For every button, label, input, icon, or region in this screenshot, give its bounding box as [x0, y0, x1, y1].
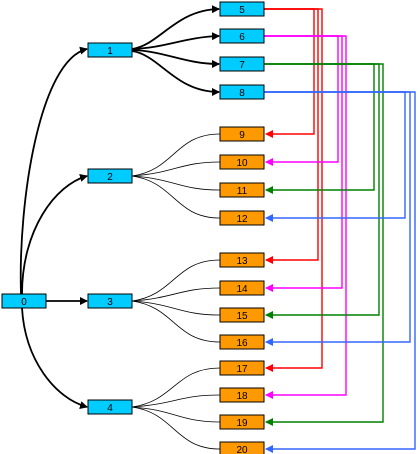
edges-from-7 — [264, 63, 384, 426]
node-14[interactable]: 14 — [219, 280, 265, 296]
edge-8-20 — [264, 91, 416, 453]
node-11[interactable]: 11 — [219, 182, 265, 198]
node-9[interactable]: 9 — [219, 126, 265, 142]
node-label: 19 — [236, 418, 248, 429]
node-label: 1 — [107, 46, 113, 57]
node-12[interactable]: 12 — [219, 210, 265, 226]
node-17[interactable]: 17 — [219, 360, 265, 376]
node-10[interactable]: 10 — [219, 154, 265, 170]
node-3[interactable]: 3 — [87, 293, 133, 309]
edges-from-5 — [264, 8, 323, 372]
node-label: 13 — [236, 256, 248, 267]
node-label: 9 — [239, 130, 245, 141]
node-20[interactable]: 20 — [219, 441, 265, 454]
node-label: 14 — [236, 284, 248, 295]
edge-6-18 — [264, 35, 347, 399]
node-13[interactable]: 13 — [219, 252, 265, 268]
edge-7-19 — [264, 63, 384, 426]
edge-8-12 — [264, 91, 406, 222]
node-label: 0 — [21, 297, 27, 308]
edge-0-1 — [19, 46, 88, 295]
node2-edges — [131, 133, 221, 219]
node-19[interactable]: 19 — [219, 414, 265, 430]
edges-from-8 — [264, 91, 416, 453]
node-label: 11 — [237, 186, 248, 197]
node-6[interactable]: 6 — [219, 28, 265, 44]
edge-1-5 — [131, 5, 220, 50]
node-label: 2 — [107, 172, 113, 183]
node-label: 6 — [239, 32, 245, 43]
node-label: 8 — [239, 88, 245, 99]
node-label: 15 — [236, 311, 248, 322]
node-8[interactable]: 8 — [219, 84, 265, 100]
node-label: 10 — [236, 158, 248, 169]
node-16[interactable]: 16 — [219, 334, 265, 350]
edge-1-6 — [131, 32, 220, 50]
node1-edges — [131, 5, 220, 96]
node-label: 4 — [107, 403, 113, 414]
node-label: 17 — [236, 364, 248, 375]
node4-edges — [131, 367, 221, 450]
node-label: 3 — [107, 297, 113, 308]
node3-edges — [131, 259, 221, 343]
node-label: 7 — [239, 60, 245, 71]
edge-6-10 — [264, 35, 339, 166]
edge-1-7 — [131, 49, 220, 68]
node-label: 20 — [236, 445, 248, 454]
node-0[interactable]: 0 — [1, 293, 47, 309]
node-7[interactable]: 7 — [219, 56, 265, 72]
node-label: 18 — [236, 391, 248, 402]
node-1[interactable]: 1 — [87, 42, 133, 58]
root-edges — [19, 46, 88, 409]
node-15[interactable]: 15 — [219, 307, 265, 323]
edge-8-16 — [264, 91, 411, 346]
edge-7-11 — [264, 63, 375, 194]
node-label: 16 — [236, 338, 248, 349]
edge-1-8 — [131, 50, 220, 96]
edge-0-4 — [21, 307, 88, 409]
node-4[interactable]: 4 — [87, 399, 133, 415]
edge-0-2 — [21, 174, 88, 295]
node-label: 5 — [239, 5, 245, 16]
edge-5-9 — [264, 8, 315, 138]
node-2[interactable]: 2 — [87, 168, 133, 184]
edge-5-17 — [264, 8, 323, 372]
node-5[interactable]: 5 — [219, 1, 265, 17]
node-18[interactable]: 18 — [219, 387, 265, 403]
node-label: 12 — [236, 214, 248, 225]
edges-from-6 — [264, 35, 347, 399]
